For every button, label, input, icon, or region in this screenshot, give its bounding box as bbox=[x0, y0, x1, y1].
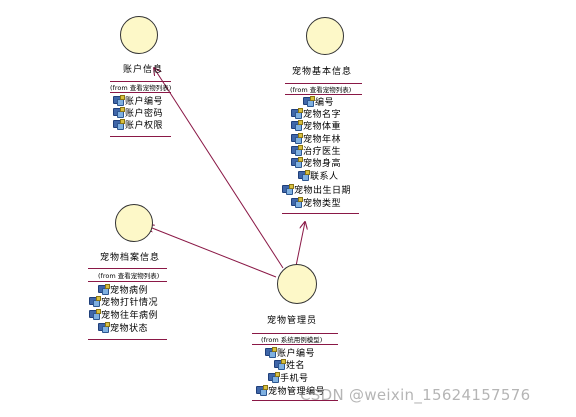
entity-pet-admin-divider bbox=[252, 344, 338, 345]
attribute-row: 宠物管理编号 bbox=[256, 385, 325, 397]
watermark-text: CSDN @weixin_15624157576 bbox=[300, 386, 531, 404]
attribute-key-icon bbox=[265, 347, 277, 358]
entity-pet-admin-name: 宠物管理员 bbox=[267, 316, 318, 326]
attribute-key-icon bbox=[291, 133, 303, 144]
attribute-row: 宠物病例 bbox=[98, 284, 148, 296]
attribute-key-icon bbox=[89, 296, 101, 307]
entity-pet-admin-divider bbox=[252, 333, 338, 334]
attribute-row: 宠物体重 bbox=[291, 120, 341, 132]
attribute-row: 宠物身高 bbox=[291, 157, 341, 169]
entity-pet-record-info-divider bbox=[88, 268, 167, 269]
entity-account-info-icon bbox=[120, 16, 158, 54]
attribute-key-icon bbox=[98, 284, 110, 295]
entity-pet-basic-info-divider bbox=[285, 94, 362, 95]
attribute-row: 联系人 bbox=[298, 170, 339, 182]
attribute-row: 宠物往年病例 bbox=[89, 309, 158, 321]
attribute-row: 宠物状态 bbox=[98, 322, 148, 334]
attribute-row: 宠物类型 bbox=[291, 197, 341, 209]
attribute-row: 账户编号 bbox=[113, 95, 163, 107]
entity-pet-record-info-from: (from 查看宠物列表) bbox=[98, 272, 160, 280]
attribute-row: 编号 bbox=[303, 96, 334, 108]
association-admin-to-account bbox=[154, 68, 284, 269]
attribute-key-icon bbox=[98, 322, 110, 333]
attribute-key-icon bbox=[113, 107, 125, 118]
attribute-key-icon bbox=[256, 385, 268, 396]
attribute-key-icon bbox=[291, 197, 303, 208]
attribute-key-icon bbox=[113, 119, 125, 130]
attribute-key-icon bbox=[113, 95, 125, 106]
attribute-key-icon bbox=[291, 120, 303, 131]
attribute-row: 宠物出生日期 bbox=[282, 184, 351, 196]
attribute-key-icon bbox=[89, 309, 101, 320]
attribute-row: 姓名 bbox=[274, 359, 305, 371]
entity-pet-record-info-name: 宠物档案信息 bbox=[100, 253, 161, 263]
association-admin-to-pet-basic bbox=[295, 222, 305, 267]
attribute-row: 账户编号 bbox=[265, 347, 315, 359]
attribute-key-icon bbox=[303, 96, 315, 107]
entity-pet-record-info-divider bbox=[88, 339, 167, 340]
entity-pet-record-info-divider bbox=[88, 281, 167, 282]
attribute-row: 宠物名字 bbox=[291, 108, 341, 120]
attribute-row: 宠物年林 bbox=[291, 133, 341, 145]
entity-account-info-divider bbox=[110, 136, 171, 137]
attribute-key-icon bbox=[274, 359, 286, 370]
entity-pet-admin-from: (from 系统用例模型) bbox=[261, 336, 323, 344]
attribute-row: 宠物打针情况 bbox=[89, 296, 158, 308]
entity-pet-admin-icon bbox=[277, 264, 317, 304]
entity-pet-basic-info-divider bbox=[282, 213, 359, 214]
attribute-key-icon bbox=[291, 145, 303, 156]
attribute-row: 治疗医生 bbox=[291, 145, 341, 157]
attribute-row: 手机号 bbox=[268, 372, 309, 384]
entity-pet-basic-info-from: (from 查看宠物列表) bbox=[290, 86, 352, 94]
attribute-key-icon bbox=[291, 108, 303, 119]
attribute-row: 账户权限 bbox=[113, 119, 163, 131]
entity-pet-basic-info-icon bbox=[306, 17, 344, 55]
attribute-key-icon bbox=[268, 372, 280, 383]
attribute-row: 账户密码 bbox=[113, 107, 163, 119]
entity-pet-admin-divider bbox=[252, 400, 338, 401]
entity-pet-basic-info-name: 宠物基本信息 bbox=[292, 67, 353, 77]
attribute-key-icon bbox=[291, 157, 303, 168]
attribute-key-icon bbox=[282, 184, 294, 195]
entity-pet-record-info-icon bbox=[115, 204, 153, 242]
attribute-key-icon bbox=[298, 170, 310, 181]
entity-account-info-name: 账户信息 bbox=[123, 65, 164, 75]
entity-account-info-divider bbox=[110, 81, 171, 82]
entity-pet-basic-info-divider bbox=[285, 83, 362, 84]
entity-account-info-from: (from 查看宠物列表) bbox=[110, 84, 172, 92]
association-admin-to-pet-record bbox=[147, 226, 277, 278]
entity-account-info-divider bbox=[110, 92, 171, 93]
